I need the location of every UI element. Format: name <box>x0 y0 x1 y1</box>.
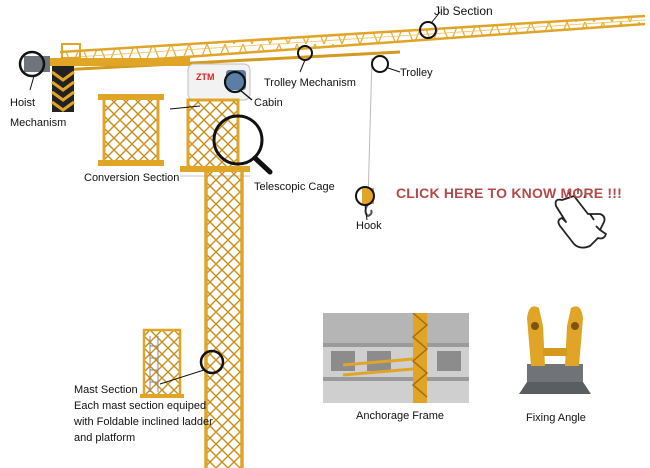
fixing-angle-label: Fixing Angle <box>526 412 586 424</box>
jib-section-label: Jib Section <box>434 4 493 18</box>
hoist-label-line2: Mechanism <box>10 117 67 129</box>
trolley-label: Trolley <box>400 67 433 79</box>
hoist-label-line1: Hoist <box>10 97 36 109</box>
mast <box>204 172 244 468</box>
anchorage-frame-label: Anchorage Frame <box>356 410 445 422</box>
hoist-unit <box>24 56 50 72</box>
mast-section-desc-2: with Foldable inclined ladder <box>74 416 213 428</box>
logo-text: ZTM <box>196 72 215 82</box>
trolley-mechanism-label: Trolley Mechanism <box>264 77 356 89</box>
mast-section-desc-1: Each mast section equiped <box>74 400 207 412</box>
mast-section-label: Mast Section <box>74 384 138 396</box>
pointing-hand-icon <box>554 188 607 249</box>
cabin-label: Cabin <box>254 97 283 109</box>
hook-label: Hook <box>356 220 382 232</box>
counter-jib <box>30 58 190 66</box>
hoist-rope <box>367 57 373 201</box>
mast-section-illustration <box>140 328 184 398</box>
anchorage-frame-photo <box>323 313 469 403</box>
cabin: ZTM <box>187 63 251 101</box>
know-more-link[interactable]: CLICK HERE TO KNOW MORE !!! <box>396 185 623 201</box>
conversion-section-label: Conversion Section <box>84 172 180 184</box>
counterweight <box>51 66 75 112</box>
mast-section-desc-3: and platform <box>74 432 136 444</box>
magnifier-icon <box>18 11 441 385</box>
telescopic-cage-label: Telescopic Cage <box>254 181 335 193</box>
fixing-angle-photo <box>519 306 591 394</box>
conversion-section-illustration <box>98 94 164 166</box>
hook-block <box>362 188 374 204</box>
